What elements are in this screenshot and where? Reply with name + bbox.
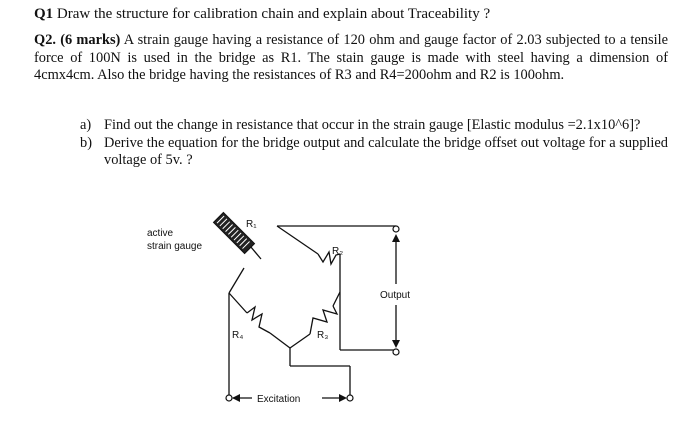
active-label: active (147, 228, 174, 239)
wire-right-bottom-a (332, 291, 341, 307)
resistor-r4 (246, 305, 271, 334)
part-b-label: b) (80, 134, 92, 151)
question-1-text: Draw the structure for calibration chain… (53, 6, 491, 22)
output-label: Output (380, 290, 410, 301)
resistor-r2 (317, 250, 341, 266)
excitation-arrow-right (339, 394, 347, 402)
question-1-number: Q1 (34, 6, 54, 22)
question-2: Q2. (6 marks) A strain gauge having a re… (34, 32, 668, 85)
wire-bottom-left-a (269, 332, 291, 349)
part-b-text: Derive the equation for the bridge outpu… (104, 134, 668, 169)
part-a: a) Find out the change in resistance tha… (80, 117, 668, 135)
output-terminal-bottom (392, 348, 400, 356)
r4-label: R₄ (232, 330, 243, 341)
r1-label: R₁ (246, 219, 257, 230)
excitation-arrow-left (232, 394, 240, 402)
output-arrow-up (392, 234, 400, 242)
r2-label: R₂ (332, 246, 343, 257)
output-arrow-down (392, 340, 400, 348)
wire-left-gauge (228, 267, 245, 294)
wire-right-bottom-b (289, 333, 311, 349)
wire-top-right-b (276, 225, 319, 255)
strain-gauge-label: strain gauge (147, 241, 202, 252)
excitation-terminal-left (225, 394, 233, 402)
strain-gauge-element (212, 211, 256, 255)
resistor-r3 (309, 305, 339, 335)
question-2-text: A strain gauge having a resistance of 12… (34, 32, 668, 84)
part-a-label: a) (80, 117, 92, 133)
output-terminal-top (392, 225, 400, 233)
excitation-label: Excitation (257, 394, 300, 405)
wire-bottom-left-b (228, 292, 248, 314)
r3-label: R₃ (317, 330, 328, 341)
question-2-parts: a) Find out the change in resistance tha… (80, 117, 668, 170)
question-1: Q1 Draw the structure for calibration ch… (34, 6, 490, 23)
excitation-terminal-right (346, 394, 354, 402)
question-2-heading: Q2. (6 marks) (34, 32, 121, 48)
part-a-text: Find out the change in resistance that o… (104, 117, 641, 133)
part-b: b) Derive the equation for the bridge ou… (80, 135, 668, 170)
